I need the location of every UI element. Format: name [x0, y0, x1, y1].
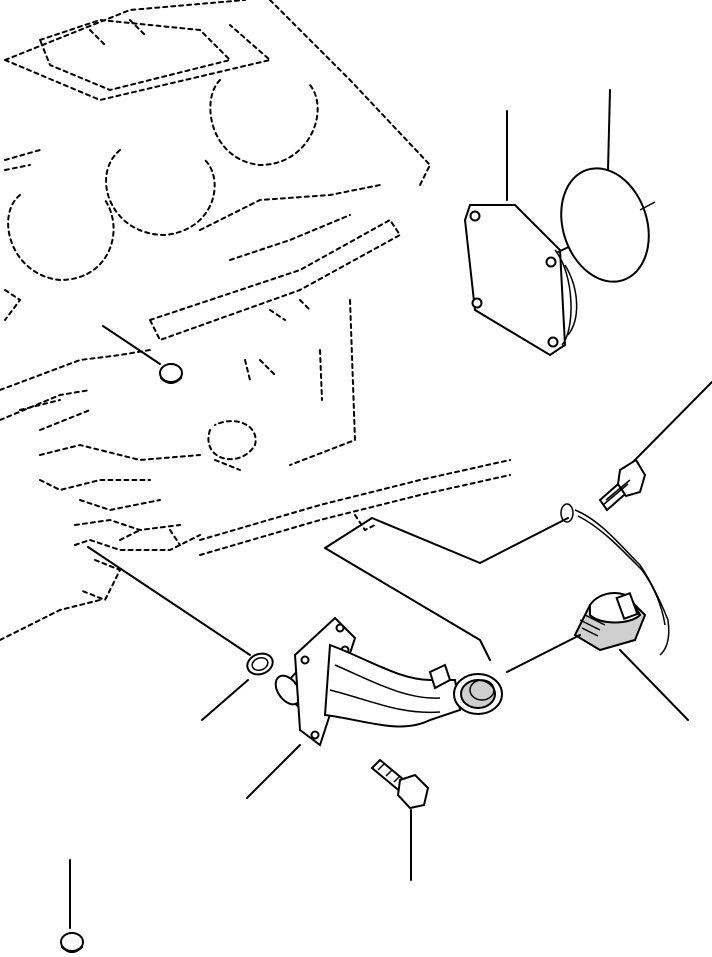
cover-plate: [463, 110, 606, 357]
bolt-chain: [479, 381, 712, 564]
engine-block: [0, 0, 511, 641]
plug-lower: [60, 859, 84, 953]
drain-pipe: [246, 616, 503, 799]
bolt-lower: [370, 758, 430, 881]
gasket: [560, 89, 656, 283]
sheet-plate: [324, 517, 491, 661]
chain: [574, 509, 670, 656]
plug-upper: [102, 325, 183, 384]
o-ring: [87, 546, 274, 721]
drain-valve: [506, 591, 689, 721]
